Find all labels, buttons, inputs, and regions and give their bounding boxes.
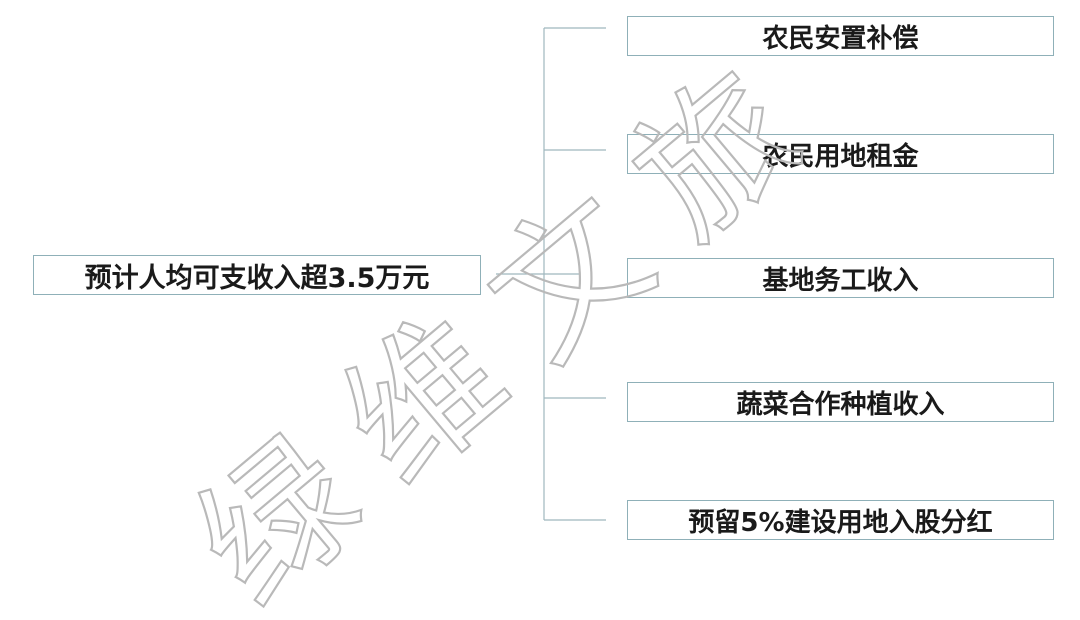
root-node: 预计人均可支收入超3.5万元 [33,255,481,295]
branch-label-5: 预留5%建设用地入股分红 [688,507,993,538]
root-label: 预计人均可支收入超3.5万元 [84,262,430,294]
branch-label-3: 基地务工收入 [762,265,919,296]
branch-node-5: 预留5%建设用地入股分红 [627,500,1054,540]
branch-node-3: 基地务工收入 [627,258,1054,298]
branch-node-4: 蔬菜合作种植收入 [627,382,1054,422]
branch-node-1: 农民安置补偿 [627,16,1054,56]
branch-node-2: 农民用地租金 [627,134,1054,174]
branch-label-4: 蔬菜合作种植收入 [736,389,945,420]
branch-label-1: 农民安置补偿 [762,23,919,54]
branch-label-2: 农民用地租金 [762,141,919,172]
